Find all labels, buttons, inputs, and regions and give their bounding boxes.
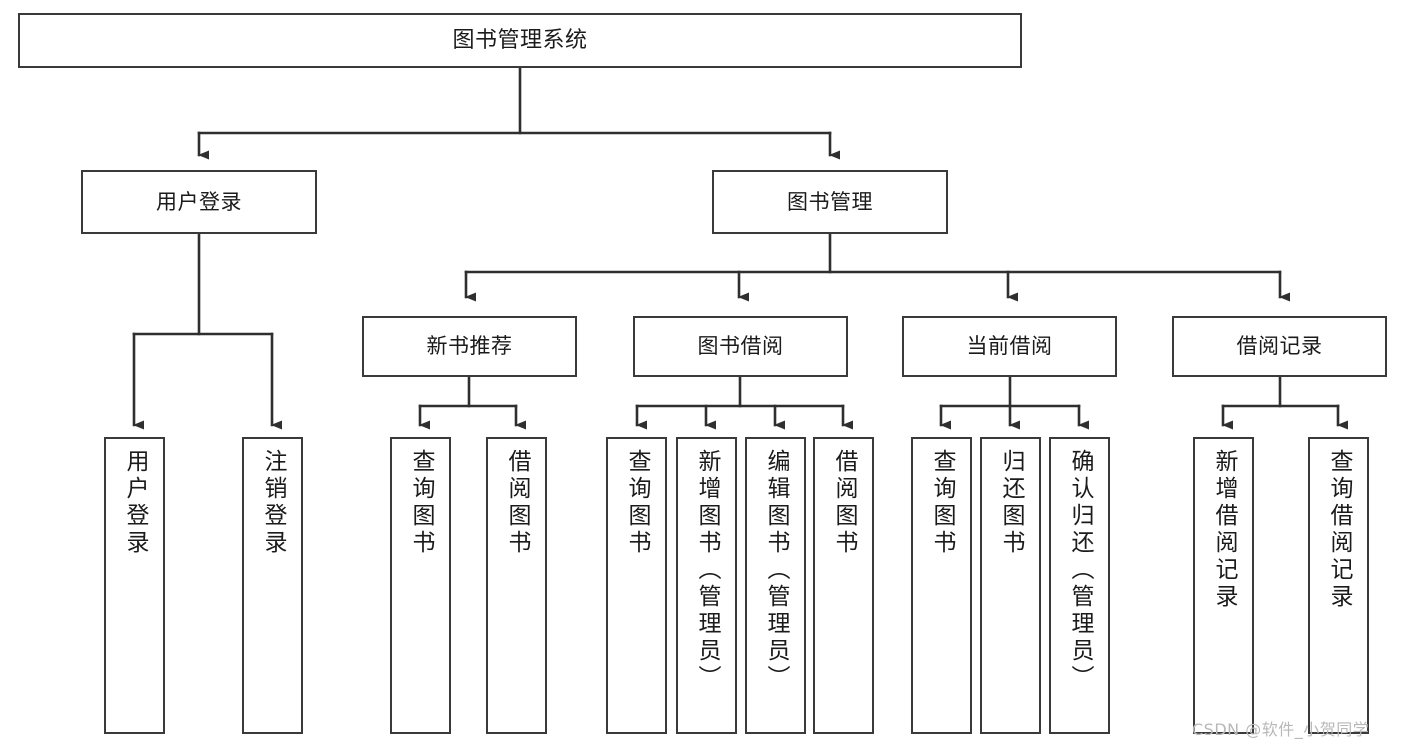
node-label: 新书推荐 bbox=[426, 334, 513, 359]
node-label: 查询借阅记录 bbox=[1326, 449, 1352, 611]
node-label: 新增图书（管理员） bbox=[694, 449, 720, 692]
leaf-current-borrow-confirm-return-admin[interactable]: 确认归还（管理员） bbox=[1049, 437, 1110, 734]
node-root-book-management-system[interactable]: 图书管理系统 bbox=[18, 13, 1022, 68]
node-label: 图书管理 bbox=[787, 189, 873, 214]
node-label: 查询图书 bbox=[624, 449, 650, 557]
node-label: 用户登录 bbox=[156, 189, 242, 214]
node-label: 借阅图书 bbox=[504, 449, 530, 557]
leaf-current-borrow-return-book[interactable]: 归还图书 bbox=[980, 437, 1041, 734]
node-label: 查询图书 bbox=[408, 449, 434, 557]
node-label: 当前借阅 bbox=[966, 334, 1053, 359]
node-new-book-recommend[interactable]: 新书推荐 bbox=[362, 316, 577, 377]
leaf-user-login-login[interactable]: 用户登录 bbox=[104, 437, 165, 734]
leaf-current-borrow-query-book[interactable]: 查询图书 bbox=[911, 437, 972, 734]
node-label: 确认归还（管理员） bbox=[1067, 449, 1093, 692]
leaf-book-borrow-edit-book-admin[interactable]: 编辑图书（管理员） bbox=[745, 437, 806, 734]
node-borrow-record[interactable]: 借阅记录 bbox=[1172, 316, 1387, 377]
node-label: 图书管理系统 bbox=[452, 27, 588, 53]
leaf-borrow-record-add-record[interactable]: 新增借阅记录 bbox=[1193, 437, 1254, 734]
node-user-login[interactable]: 用户登录 bbox=[81, 170, 317, 234]
leaf-book-borrow-borrow-book[interactable]: 借阅图书 bbox=[813, 437, 874, 734]
leaf-new-book-borrow-book[interactable]: 借阅图书 bbox=[486, 437, 547, 734]
node-label: 图书借阅 bbox=[697, 334, 784, 359]
node-book-borrow[interactable]: 图书借阅 bbox=[633, 316, 848, 377]
leaf-new-book-query-book[interactable]: 查询图书 bbox=[390, 437, 451, 734]
leaf-borrow-record-query-record[interactable]: 查询借阅记录 bbox=[1308, 437, 1369, 734]
leaf-user-login-logout[interactable]: 注销登录 bbox=[242, 437, 303, 734]
node-book-management[interactable]: 图书管理 bbox=[712, 170, 948, 234]
node-label: 查询图书 bbox=[929, 449, 955, 557]
csdn-watermark: CSDN @软件_小贺同学 bbox=[1192, 720, 1370, 739]
node-label: 编辑图书（管理员） bbox=[763, 449, 789, 692]
node-label: 归还图书 bbox=[998, 449, 1024, 557]
node-label: 借阅记录 bbox=[1236, 334, 1323, 359]
node-label: 借阅图书 bbox=[831, 449, 857, 557]
leaf-book-borrow-query-book[interactable]: 查询图书 bbox=[606, 437, 667, 734]
node-label: 用户登录 bbox=[122, 449, 148, 557]
leaf-book-borrow-add-book-admin[interactable]: 新增图书（管理员） bbox=[676, 437, 737, 734]
node-label: 新增借阅记录 bbox=[1211, 449, 1237, 611]
node-label: 注销登录 bbox=[260, 449, 286, 557]
node-current-borrow[interactable]: 当前借阅 bbox=[902, 316, 1117, 377]
